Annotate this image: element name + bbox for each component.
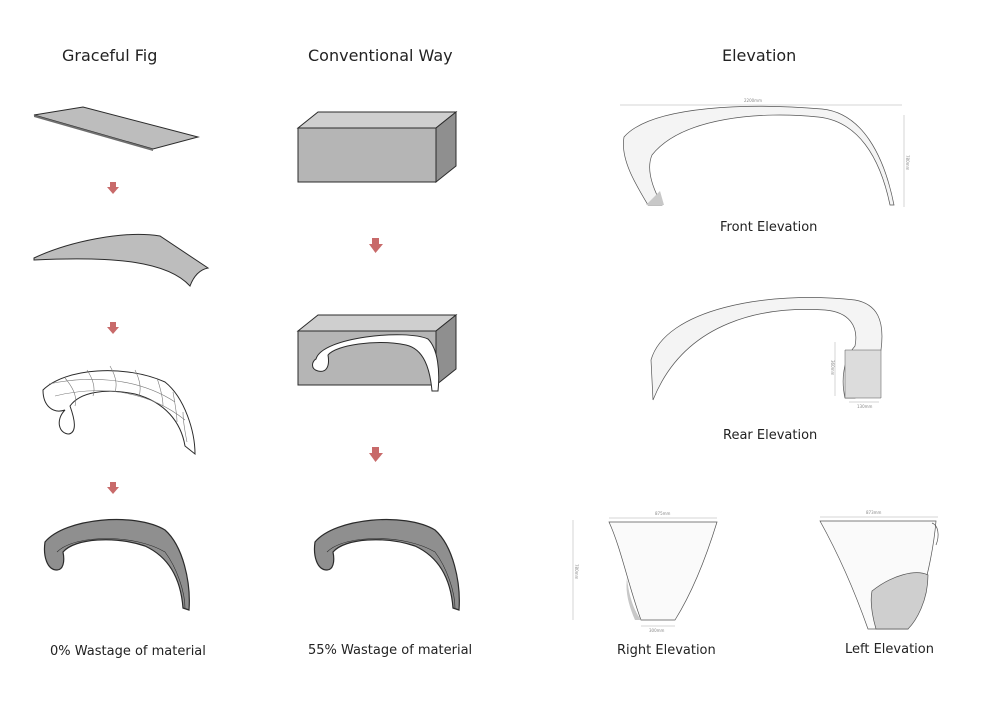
front-elevation-drawing: 2200mm 780mm [620,98,910,207]
right-elevation-drawing: 780mm 875mm 300mm [572,511,718,633]
arrow-down-icon [107,482,119,494]
rear-width-dim: 130mm [857,404,873,409]
carved-block [296,313,458,392]
material-block [296,110,458,184]
conventional-way-title: Conventional Way [308,46,453,65]
right-elevation-label: Right Elevation [617,643,716,658]
front-elevation-label: Front Elevation [720,220,818,235]
elevation-title: Elevation [722,46,797,65]
right-top-dim: 875mm [655,511,671,516]
left-top-dim: 873mm [866,510,882,515]
arrow-down-icon [369,447,383,462]
left-elevation-drawing: 873mm [819,510,939,630]
grid-sheet [42,365,196,456]
arrow-down-icon [107,322,119,334]
graceful-fig-caption: 0% Wastage of material [50,644,206,659]
graceful-fig-title: Graceful Fig [62,46,158,65]
rear-elevation-drawing: 360mm 130mm [650,297,883,409]
front-width-dim: 2200mm [744,98,762,103]
right-bottom-dim: 300mm [649,628,665,633]
front-height-dim: 780mm [905,155,910,171]
final-form [43,518,190,611]
flat-sheet [33,106,200,151]
left-elevation-label: Left Elevation [845,642,934,657]
arrow-down-icon [369,238,383,253]
conventional-way-caption: 55% Wastage of material [308,643,473,658]
rear-height-dim: 360mm [830,360,835,376]
final-form-conventional [313,518,460,611]
rear-elevation-label: Rear Elevation [723,428,818,443]
right-height-dim: 780mm [574,564,579,580]
arrow-down-icon [107,182,119,194]
bent-sheet [33,233,210,287]
